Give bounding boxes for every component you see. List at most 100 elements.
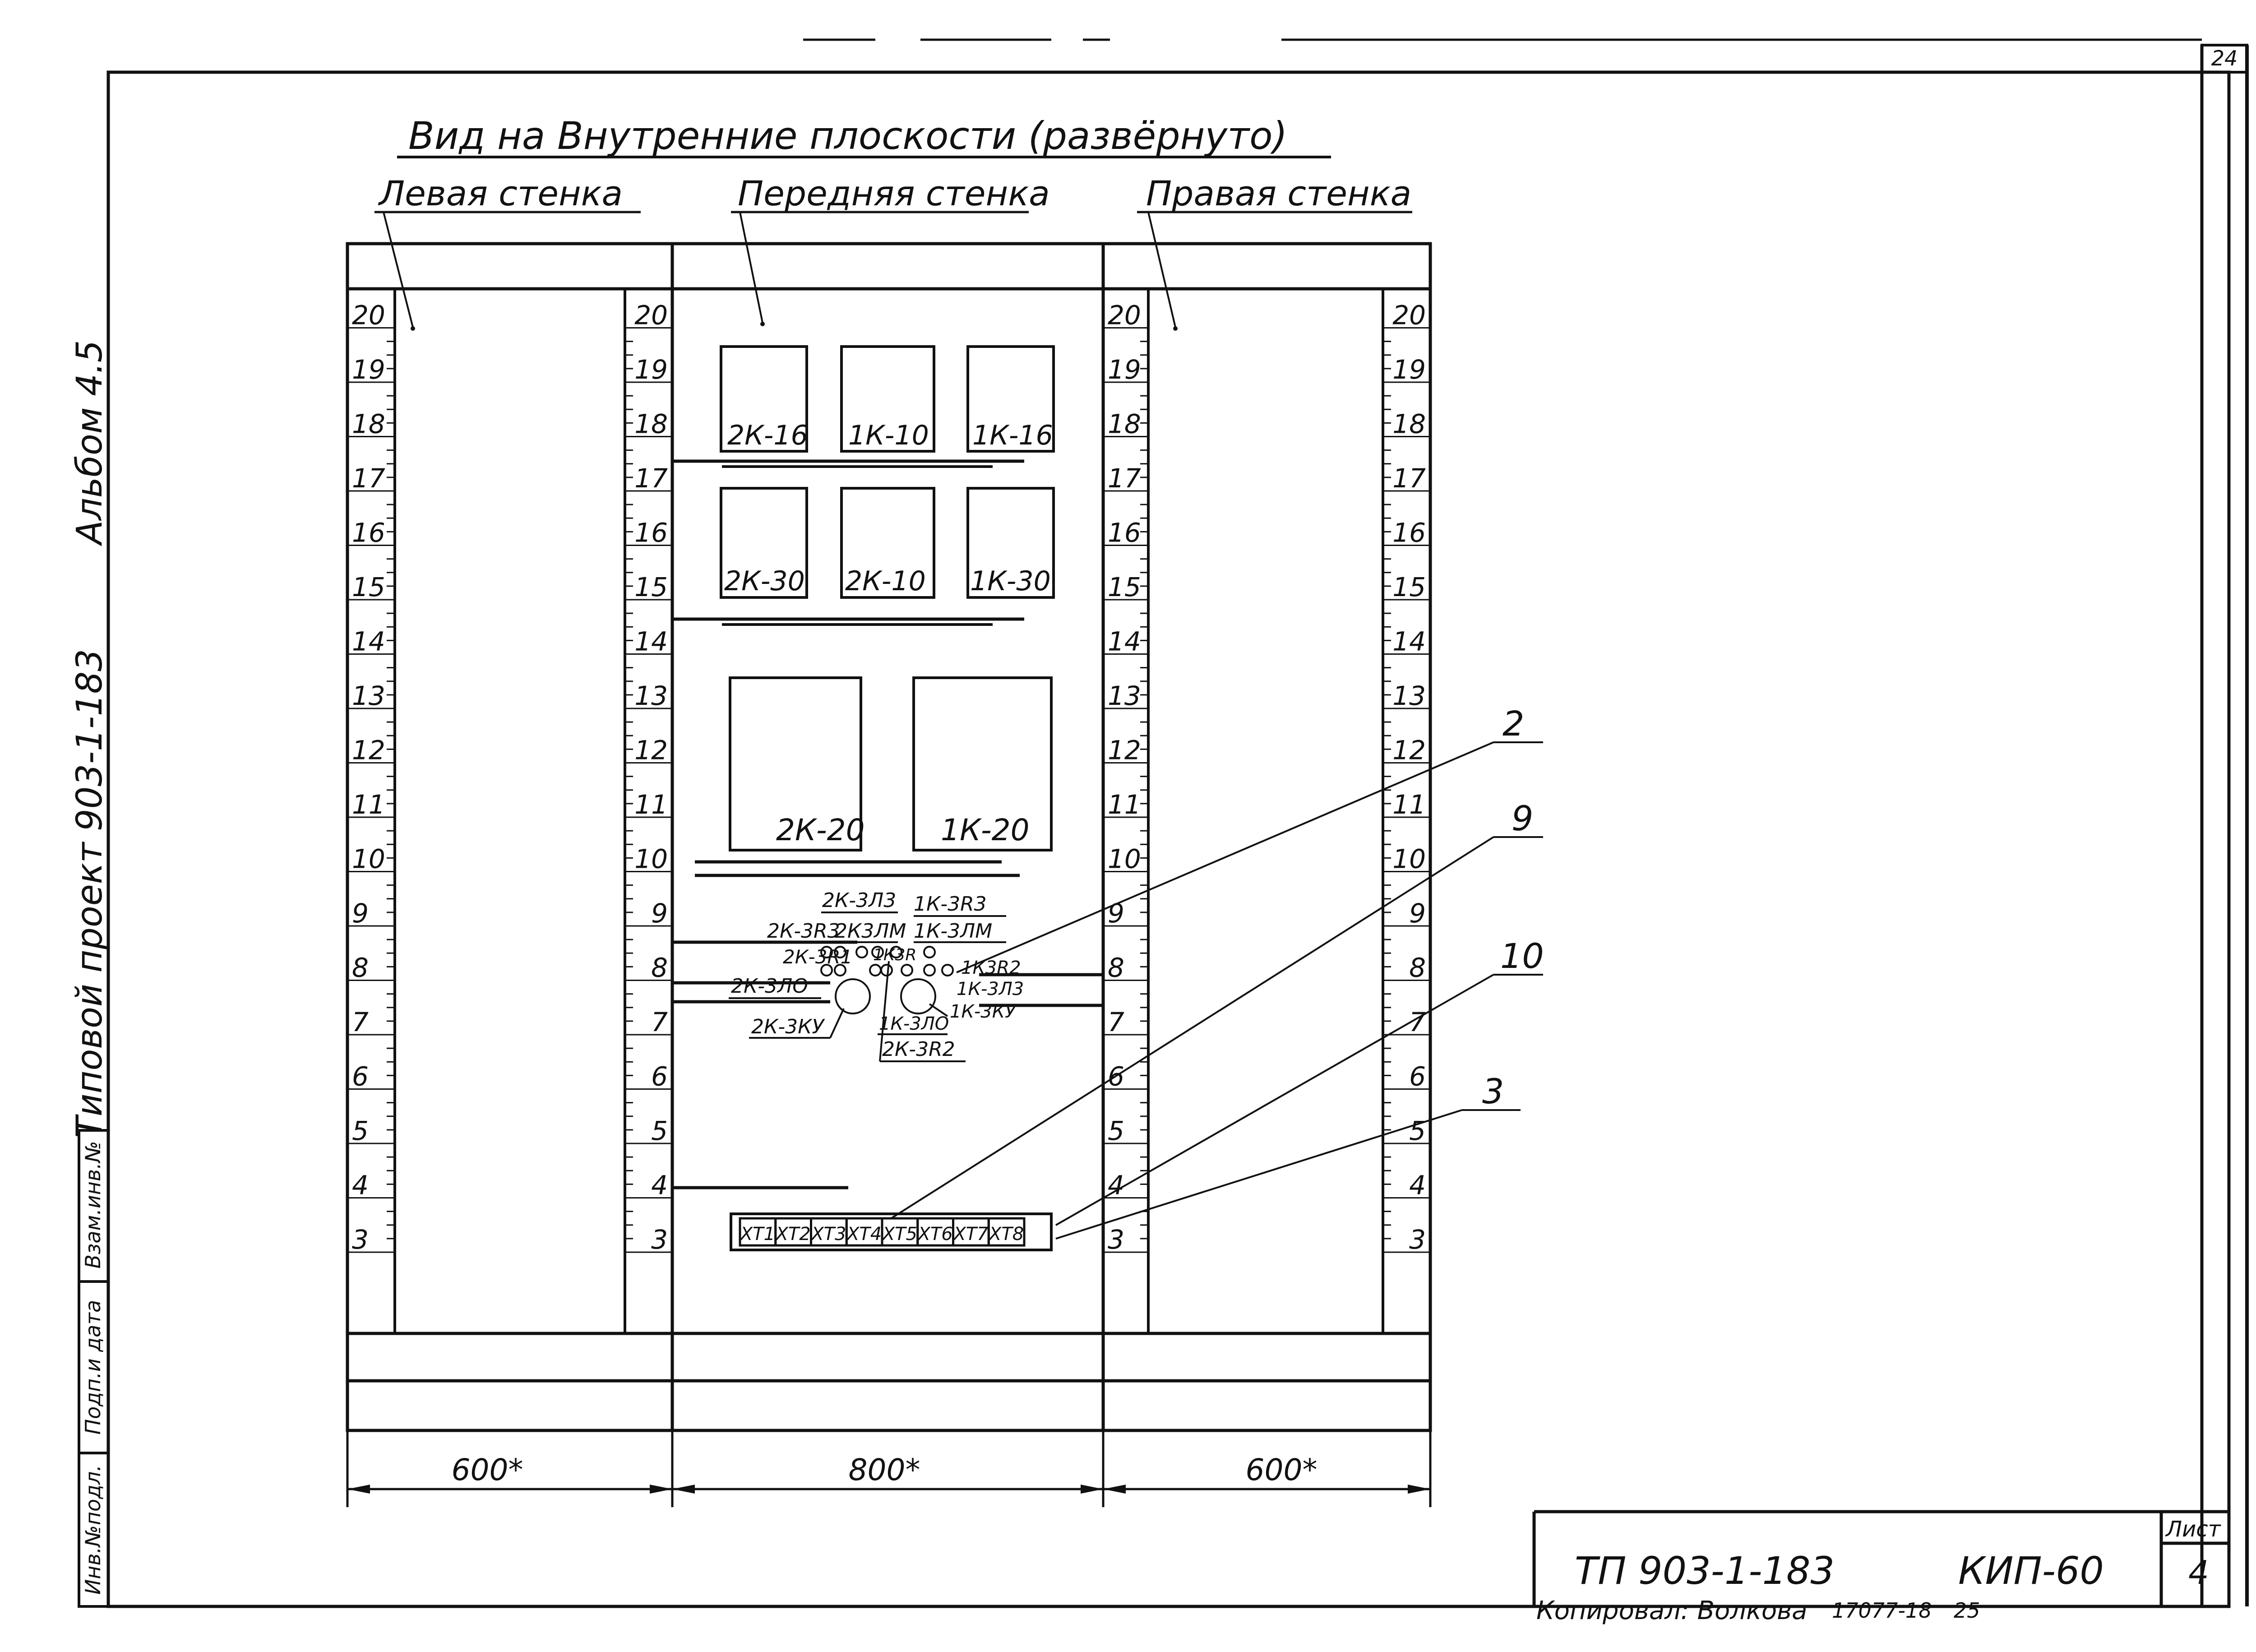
terminal-label: ХТ1 (740, 1224, 775, 1245)
scale-label: 3 (352, 1224, 369, 1255)
device-row-1 (720, 345, 1055, 453)
scale-label: 14 (1392, 626, 1426, 657)
scale-label: 19 (634, 354, 668, 385)
terminal-label: ХТ8 (988, 1224, 1024, 1245)
scale-label: 17 (1392, 463, 1426, 494)
scale-label: 4 (1409, 1170, 1426, 1201)
stamp-replaced-inv: Взам.инв.№ (81, 1141, 105, 1268)
scale-label: 12 (634, 735, 668, 766)
top-sheet-number: 24 (2211, 46, 2238, 70)
scale-label: 15 (1392, 572, 1426, 602)
scale-label: 18 (634, 409, 668, 440)
device-1k10: 1К-10 (848, 420, 929, 451)
dim-right: 600* (1246, 1453, 1318, 1487)
scale-label: 12 (352, 735, 385, 766)
scale-label: 14 (352, 626, 385, 657)
scale-label: 11 (1392, 789, 1426, 820)
scale-label: 3 (651, 1224, 668, 1255)
terminal-cell (987, 1217, 1026, 1247)
scale-label: 16 (352, 518, 385, 548)
device-2k30: 2К-30 (724, 565, 805, 597)
dimension-lines (346, 1430, 1432, 1507)
scale-label: 4 (651, 1170, 668, 1201)
scale-label: 11 (352, 789, 385, 820)
scale-label: 8 (1108, 953, 1124, 983)
order-extra: 25 (1954, 1598, 1980, 1623)
scale-label: 7 (1108, 1007, 1124, 1037)
rail-ends (722, 465, 993, 1189)
device-2k10: 2К-10 (845, 565, 926, 597)
scale-label: 16 (634, 518, 668, 548)
scale-label: 12 (1108, 735, 1141, 766)
label-2k-3lo: 2К-3ЛО (731, 975, 808, 998)
scale-label: 14 (1108, 626, 1141, 657)
label-1k-3ku: 1К-3КУ (950, 1001, 1017, 1022)
terminal-label: ХТ4 (846, 1224, 882, 1245)
terminal-label: ХТ3 (810, 1224, 846, 1245)
label-1k3r2: 1К3R2 (961, 958, 1021, 978)
doc-number: ТП 903-1-183 (1575, 1549, 1835, 1593)
device-row-2 (720, 487, 1055, 599)
label-1k-3l3: 1К-3Л3 (957, 979, 1024, 1000)
terminal-label: ХТ6 (917, 1224, 952, 1245)
label-1k-3r3: 1К-3R3 (914, 893, 987, 916)
label-2k-3r3: 2К-3R3 (767, 920, 840, 943)
scale-label: 15 (1108, 572, 1141, 602)
scale-label: 20 (352, 300, 385, 331)
scale-label: 13 (1392, 680, 1426, 711)
callout-10: 10 (1500, 936, 1544, 976)
rails (346, 287, 1432, 1335)
callout-3: 3 (1482, 1071, 1504, 1111)
scale-label: 20 (1392, 300, 1426, 331)
label-1k3r: 1К3R (873, 946, 916, 964)
device-2k16: 2К-16 (727, 420, 808, 451)
callout-2: 2 (1502, 703, 1524, 744)
label-2k3lm: 2К3ЛМ (835, 920, 906, 943)
scale-label: 13 (1108, 680, 1141, 711)
stamp-inv-number: Инв.№подл. (81, 1465, 105, 1595)
scale-label: 5 (1108, 1115, 1124, 1146)
left-stamp (78, 1129, 110, 1608)
front-wall-label: Передняя стенка (738, 173, 1050, 213)
scale-label: 10 (1392, 844, 1426, 875)
scale-label: 9 (651, 898, 668, 929)
callout-leaders (890, 741, 1543, 1240)
scale-label: 18 (1392, 409, 1426, 440)
scale-label: 11 (634, 789, 668, 820)
device-1k30: 1К-30 (970, 565, 1051, 597)
device-row-3 (729, 676, 1053, 851)
scale-label: 5 (651, 1115, 668, 1146)
view-title: Вид на Внутренние плоскости (развёрнуто) (408, 114, 1287, 158)
right-wall-label: Правая стенка (1146, 173, 1411, 213)
device-1k20: 1К-20 (941, 813, 1030, 847)
scale-label: 9 (352, 898, 369, 929)
scale-label: 16 (1392, 518, 1426, 548)
terminal-block (730, 1212, 1053, 1251)
scale-label: 4 (1108, 1170, 1124, 1201)
scale-label: 4 (352, 1170, 369, 1201)
wall-label-leaders (383, 212, 1176, 328)
scale-label: 12 (1392, 735, 1426, 766)
scale-label: 3 (1409, 1224, 1426, 1255)
scale-label: 14 (634, 626, 668, 657)
dim-left: 600* (452, 1453, 523, 1487)
scale-label: 13 (352, 680, 385, 711)
callout-9: 9 (1512, 798, 1533, 838)
scale-label: 19 (352, 354, 385, 385)
copied-by: Копировал: Волкова (1536, 1596, 1808, 1625)
scale-label: 17 (352, 463, 385, 494)
scale-label: 15 (634, 572, 668, 602)
scale-label: 19 (1108, 354, 1141, 385)
order-number: 17077-18 (1832, 1598, 1932, 1623)
project-label: Типовой проект 903-1-183 (69, 649, 110, 1138)
title-block (1532, 1510, 2229, 1606)
scale-label: 7 (651, 1007, 668, 1037)
scale-label: 6 (352, 1061, 369, 1092)
small-labels: 2К-3Л3 1К-3R3 2К-3R3 2К3ЛМ 1К-3ЛМ 2К-3R1… (731, 889, 1024, 1061)
label-1k-3lo: 1К-3ЛО (879, 1013, 949, 1034)
device-2k20: 2К-20 (776, 813, 865, 847)
sheet-number: 4 (2188, 1554, 2209, 1592)
scale-label: 13 (634, 680, 668, 711)
label-2k-3ku: 2К-3КУ (751, 1015, 825, 1038)
